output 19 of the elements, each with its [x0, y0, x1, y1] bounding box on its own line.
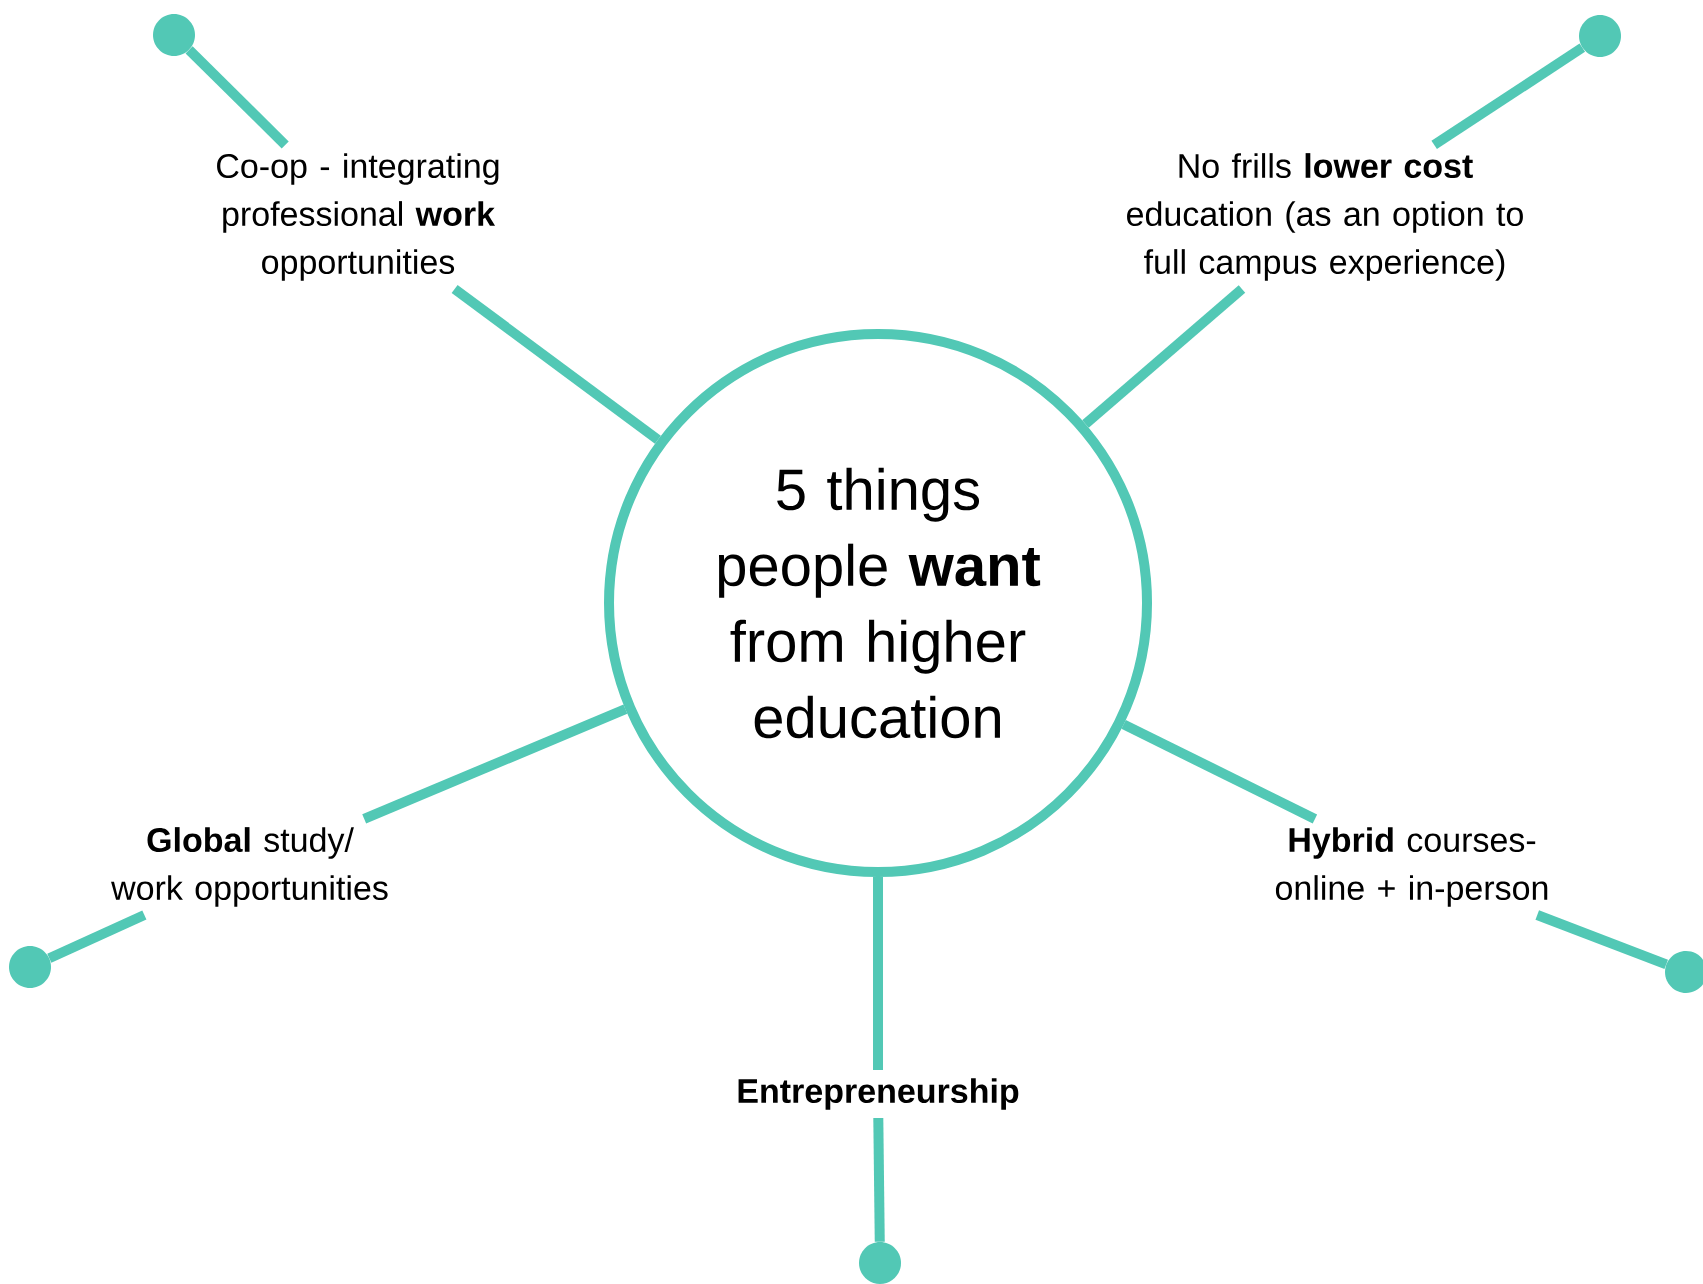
spoke-line [451, 285, 661, 444]
end-dot [9, 946, 51, 988]
spoke-line [1082, 285, 1246, 428]
spoke-line [362, 704, 628, 824]
spoke-line [1121, 719, 1318, 824]
end-dot [153, 14, 195, 56]
spoke-label: Entrepreneurship [738, 1078, 1019, 1110]
spoke-label: Hybrid courses- online + in-person [1275, 827, 1548, 907]
end-dot [859, 1242, 901, 1284]
spoke-line [873, 1117, 885, 1242]
spoke-label: No frills lower cost education (as an option to full campus experience) [1127, 153, 1523, 281]
end-dot [1579, 15, 1621, 57]
spoke-line [185, 46, 289, 149]
spoke-label: Co-op - integrating professional work opportunities [217, 153, 499, 281]
spoke-line [1431, 43, 1586, 150]
spoke-line [47, 910, 147, 963]
spoke-label: Global study/ work opportunities [111, 827, 388, 907]
spoke-line [1535, 910, 1668, 970]
spoke-line [873, 877, 883, 1070]
